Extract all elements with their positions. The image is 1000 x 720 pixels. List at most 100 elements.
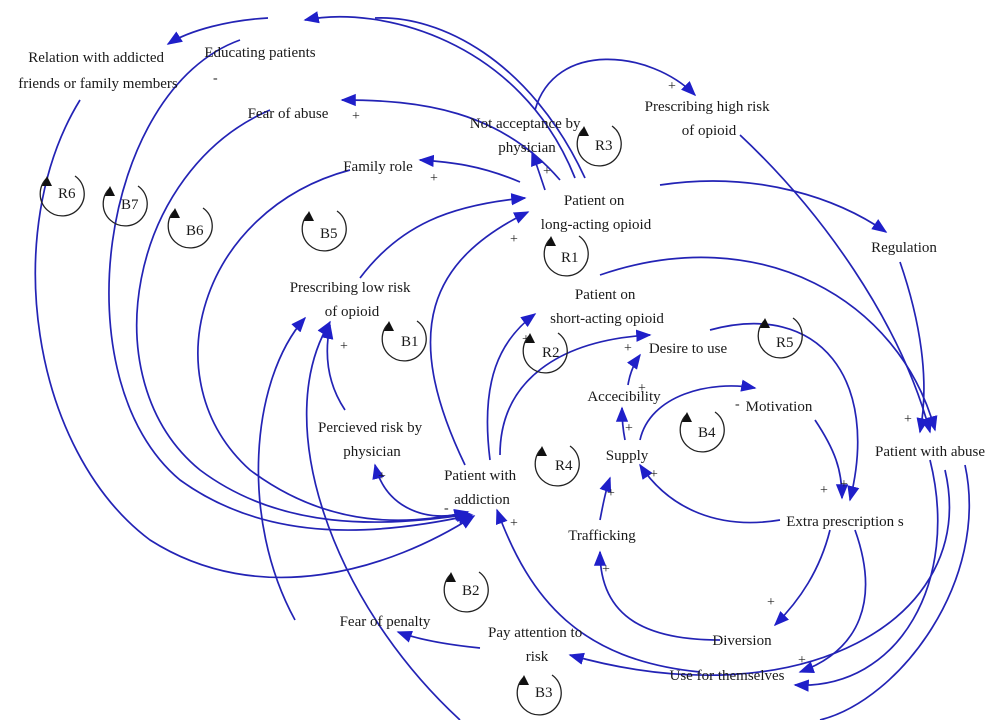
polarity-plus: + — [650, 467, 658, 482]
link-familyrole-to-addiction — [197, 169, 470, 522]
polarity-plus: + — [820, 483, 828, 498]
link-abuse-to-payattention — [568, 469, 951, 676]
link-longacting-to-top — [374, 17, 586, 179]
link-longacting-to-educating — [303, 11, 576, 179]
link-perceived-to-lowrisk — [321, 323, 346, 411]
loop-label: R3 — [595, 138, 613, 154]
node-fear-of-penalty: Fear of penalty — [340, 614, 431, 630]
link-addiction-to-desire — [499, 329, 652, 456]
polarity-minus: - — [444, 501, 449, 516]
link-extra-to-themselves — [798, 529, 867, 673]
loop-label: R2 — [542, 345, 560, 361]
loop-label: B2 — [462, 583, 480, 599]
node-accessibility: Accecibility — [587, 389, 661, 405]
link-extra-to-diversion — [773, 529, 831, 627]
link-extra-to-supply — [639, 463, 781, 524]
node-extra-prescriptions: Extra prescription s — [786, 514, 904, 530]
node-prescribing-low-risk: Prescribing low risk of opioid — [290, 280, 415, 320]
polarity-plus: + — [340, 339, 348, 354]
polarity-minus: - — [735, 397, 740, 412]
loop-label: R5 — [776, 335, 794, 351]
node-perceived-risk: Percieved risk by physician — [318, 420, 426, 460]
causal-links — [34, 11, 971, 720]
node-trafficking: Trafficking — [568, 528, 636, 544]
link-diversion-to-trafficking — [593, 550, 721, 641]
link-accessibility-to-desire — [627, 353, 641, 386]
loop-r5: R5 — [757, 317, 803, 359]
polarity-plus: + — [624, 341, 632, 356]
link-regulation-to-abuse — [899, 261, 929, 434]
polarity-plus: + — [430, 171, 438, 186]
loop-label: R4 — [555, 458, 573, 474]
link-highrisk-to-abuse — [739, 134, 933, 434]
loop-b7: B7 — [102, 185, 148, 227]
loop-r1: R1 — [543, 235, 589, 277]
loop-label: B1 — [401, 334, 419, 350]
link-shortacting-to-abuse — [599, 256, 938, 432]
node-patient-with-abuse: Patient with abuse — [875, 444, 985, 460]
polarity-plus: + — [840, 477, 848, 492]
link-supply-to-accessibility — [615, 406, 629, 441]
loop-b1: B1 — [381, 320, 427, 362]
link-trafficking-to-supply — [599, 476, 612, 521]
polarity-plus: + — [352, 109, 360, 124]
node-not-acceptance-by-physician: Not acceptance by physician — [470, 116, 585, 156]
link-desire-to-extra — [709, 322, 860, 502]
link-longacting-to-familyrole — [418, 154, 521, 183]
link-educating-to-relation — [166, 17, 269, 45]
loop-b5: B5 — [301, 210, 347, 252]
polarity-plus: + — [602, 562, 610, 577]
link-educating-to-addiction — [108, 39, 474, 531]
loop-label: B3 — [535, 685, 553, 701]
node-desire-to-use: Desire to use — [649, 341, 728, 357]
node-patient-with-addiction: Patient with addiction — [444, 468, 520, 508]
polarity-plus: + — [378, 469, 386, 484]
polarity-plus: + — [638, 381, 646, 396]
link-payattention-to-fearpenalty — [396, 630, 481, 649]
node-diversion: Diversion — [712, 633, 772, 649]
link-fearpenalty-to-lowrisk — [257, 316, 307, 621]
link-addiction-to-perceived — [372, 463, 456, 517]
polarity-plus: + — [668, 79, 676, 94]
link-motivation-to-extra — [814, 419, 849, 500]
polarity-plus: + — [510, 516, 518, 531]
node-regulation: Regulation — [871, 240, 937, 256]
loop-b6: B6 — [167, 207, 213, 249]
link-abuse-to-themselves — [793, 459, 939, 692]
node-use-for-themselves: Use for themselves — [670, 668, 785, 684]
loop-b2: B2 — [443, 571, 489, 613]
link-bottom-to-lowrisk — [305, 320, 461, 720]
link-longacting-to-notaccept — [531, 150, 546, 191]
loop-label: B5 — [320, 226, 338, 242]
node-family-role: Family role — [343, 159, 413, 175]
polarity-plus: + — [904, 412, 912, 427]
loop-label: B4 — [698, 425, 716, 441]
node-prescribing-high-risk: Prescribing high risk of opioid — [645, 99, 774, 139]
link-lowrisk-to-longacting — [359, 193, 527, 279]
link-fearabuse-to-addiction — [135, 109, 472, 523]
node-motivation: Motivation — [746, 399, 813, 415]
link-addiction-to-shortacting — [486, 313, 537, 461]
loop-b4: B4 — [679, 411, 725, 453]
polarity-plus: + — [543, 164, 551, 179]
node-patient-on-short-acting: Patient on short-acting opioid — [550, 287, 664, 327]
loop-b3: B3 — [516, 674, 562, 716]
variables: Relation with addicted friends or family… — [18, 45, 985, 684]
loop-r2: R2 — [522, 332, 568, 374]
polarity-signs: + + + + + + + + + + - + + + + + + - + + … — [213, 71, 912, 668]
loop-label: R1 — [561, 250, 579, 266]
node-relation-with-addicted: Relation with addicted friends or family… — [18, 50, 178, 92]
loop-markers: R6 B7 B6 B5 R3 R1 B1 R2 — [39, 125, 803, 716]
link-abuse-to-bottom — [819, 464, 971, 720]
loop-r3: R3 — [576, 125, 622, 167]
loop-label: B7 — [121, 197, 139, 213]
loop-label: B6 — [186, 223, 204, 239]
node-supply: Supply — [606, 448, 649, 464]
loop-r4: R4 — [534, 445, 580, 487]
link-supply-to-motivation — [639, 379, 757, 441]
link-longacting-to-regulation — [659, 180, 888, 233]
polarity-plus: + — [625, 421, 633, 436]
polarity-plus: + — [798, 653, 806, 668]
polarity-minus: - — [213, 71, 218, 86]
link-relation-to-addiction — [34, 99, 476, 579]
